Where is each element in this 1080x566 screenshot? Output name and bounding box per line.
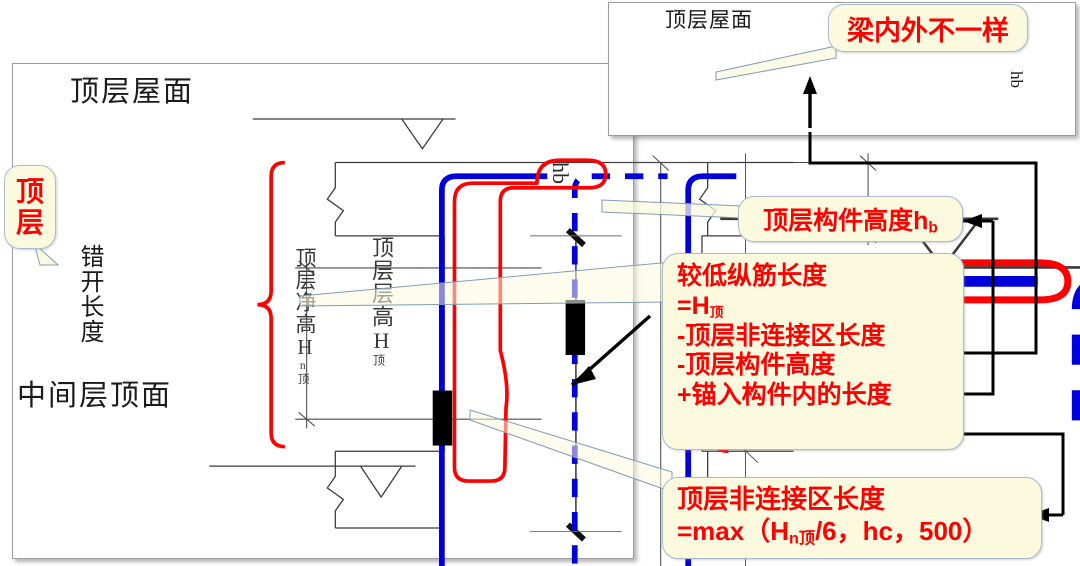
label-mid-level: 中间层顶面	[17, 380, 173, 412]
leader-hb	[601, 199, 743, 219]
label-clear-height-sub: n顶	[296, 360, 309, 386]
rebar-blue-dashed-middle	[571, 173, 668, 566]
lower-rebar-line-3: -顶层非连接区长度	[677, 321, 886, 350]
beam-height-callout-sub: b	[928, 219, 938, 237]
leader-lower-rebar	[299, 261, 673, 307]
lower-rebar-line-4: -顶层构件高度	[677, 351, 836, 380]
rebar-blue-left	[438, 173, 548, 566]
beam-height-callout-text: 顶层构件高度hb	[763, 201, 938, 237]
top-layer-callout[interactable]: 顶 层	[4, 165, 56, 249]
nonconnect-zone-line-2-a: =max（H	[677, 515, 789, 546]
rebar-blue-right	[685, 173, 737, 566]
inset-label-top-level: 顶层屋面	[665, 8, 753, 32]
rebar-highlight-outline	[452, 158, 608, 483]
leader-nonconnect	[469, 409, 673, 493]
connector-nonconnect-to-inset	[808, 132, 1038, 355]
label-top-level: 顶层屋面	[70, 76, 195, 108]
nonconnect-zone-line-2-b: /6，hc，500）	[814, 515, 989, 546]
main-diagram-panel: 顶层屋面 中间层顶面 错开长度 顶层净高Hn顶 顶层层高H顶 hb	[12, 63, 886, 566]
top-layer-callout-line-2: 层	[15, 207, 44, 238]
lower-rebar-line-2-sub: 顶	[709, 304, 724, 320]
lower-rebar-line-1: 较低纵筋长度	[677, 262, 828, 290]
lower-rebar-length-callout[interactable]: 较低纵筋长度 =H顶 -顶层非连接区长度 -顶层构件高度 +锚入构件内的长度	[662, 253, 964, 450]
level-marker-mid	[209, 465, 416, 499]
lower-rebar-line-5: +锚入构件内的长度	[677, 381, 892, 409]
leader-inset-callout	[715, 45, 837, 81]
beam-height-callout[interactable]: 顶层构件高度hb	[738, 196, 963, 242]
nonconnect-zone-line-1: 顶层非连接区长度	[677, 484, 886, 514]
lower-rebar-line-2: =H顶	[677, 292, 963, 322]
label-stagger-length: 错开长度	[76, 244, 102, 344]
nonconnect-zone-callout[interactable]: 顶层非连接区长度 =max（Hn顶/6，hc，500）	[662, 477, 1042, 559]
beam-inout-callout[interactable]: 梁内外不一样	[828, 4, 1028, 52]
inset-rebar-dashed	[1071, 285, 1080, 421]
nonconnect-zone-line-2: =max（Hn顶/6，hc，500）	[677, 516, 1041, 549]
nonconnect-zone-line-2-sub: n顶	[789, 529, 815, 548]
beam-inout-callout-text: 梁内外不一样	[847, 15, 1009, 46]
label-story-height-sub: 顶	[371, 354, 386, 368]
level-marker-top	[252, 118, 456, 150]
top-layer-callout-line-1: 顶	[15, 175, 44, 207]
red-brace-top-layer	[257, 160, 285, 449]
dimension-story-height	[610, 155, 737, 566]
pointer-arrow-inset	[803, 76, 817, 128]
pointer-arrow-main	[570, 314, 652, 387]
beam-height-callout-prefix: 顶层构件高度h	[763, 206, 929, 235]
lower-rebar-line-2-main: =H	[677, 291, 710, 320]
